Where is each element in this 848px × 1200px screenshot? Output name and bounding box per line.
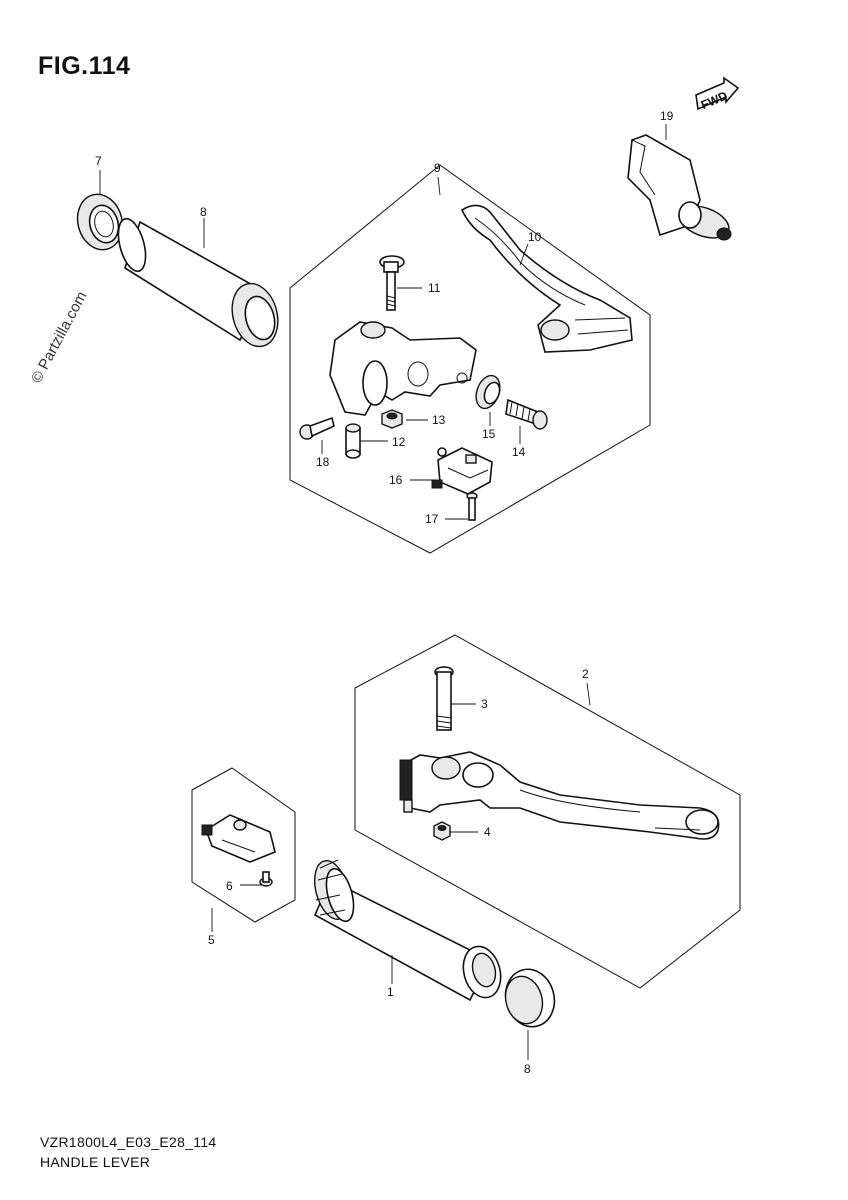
part-8-bottom-grip-end [504,968,556,1028]
part-3-pivot-bolt [434,666,454,731]
footer-part-name: HANDLE LEVER [40,1154,151,1170]
part-11-pivot-bolt [379,255,405,311]
callout-11: 11 [428,281,441,295]
callout-16: 16 [389,473,403,487]
part-4-nut [433,821,451,841]
callout-17: 17 [425,512,439,526]
part-15-adjuster [475,374,501,410]
callout-5: 5 [208,933,215,947]
part-10-clutch-lever [460,204,633,353]
part-12-collar [345,423,361,459]
callout-18: 18 [316,455,330,469]
part-16-clutch-switch [431,447,493,495]
leader-lines [99,124,667,1060]
figure-title: FIG.114 [38,52,131,80]
part-2-brake-lever [399,751,720,840]
callout-1: 1 [387,985,394,999]
callout-13: 13 [432,413,446,427]
part-5-brake-switch [201,814,276,863]
clutch-lever-bracket [329,321,477,416]
callout-12: 12 [392,435,406,449]
group-box-2 [354,634,741,989]
part-13-nut [381,409,403,429]
callout-4: 4 [484,825,491,839]
part-8-top-grip-end [76,193,124,251]
callout-14: 14 [512,445,526,459]
callout-7: 8 [200,205,207,219]
group-box-5 [191,767,296,923]
callout-labels: 7 8 9 10 11 13 12 15 14 18 16 17 19 2 3 … [95,109,674,1076]
part-17-screw [466,492,478,521]
part-7-grip [117,217,279,348]
group-box-9 [289,164,651,554]
part-6-screw [259,871,273,887]
callout-6: 6 [226,879,233,893]
part-1-throttle-grip [313,859,502,1002]
part-19-balancer [627,134,732,241]
callout-8-top: 7 [95,154,102,168]
callout-10: 10 [528,230,542,244]
callout-2: 2 [582,667,589,681]
callout-19: 19 [660,109,674,123]
fwd-arrow-icon: FWD [695,76,740,112]
callout-15: 15 [482,427,496,441]
callout-8-bottom: 8 [524,1062,531,1076]
part-14-bolt [505,398,548,430]
part-18-bolt [299,416,335,440]
callout-3: 3 [481,697,488,711]
callout-9: 9 [434,161,441,175]
footer-model-code: VZR1800L4_E03_E28_114 [40,1134,217,1150]
